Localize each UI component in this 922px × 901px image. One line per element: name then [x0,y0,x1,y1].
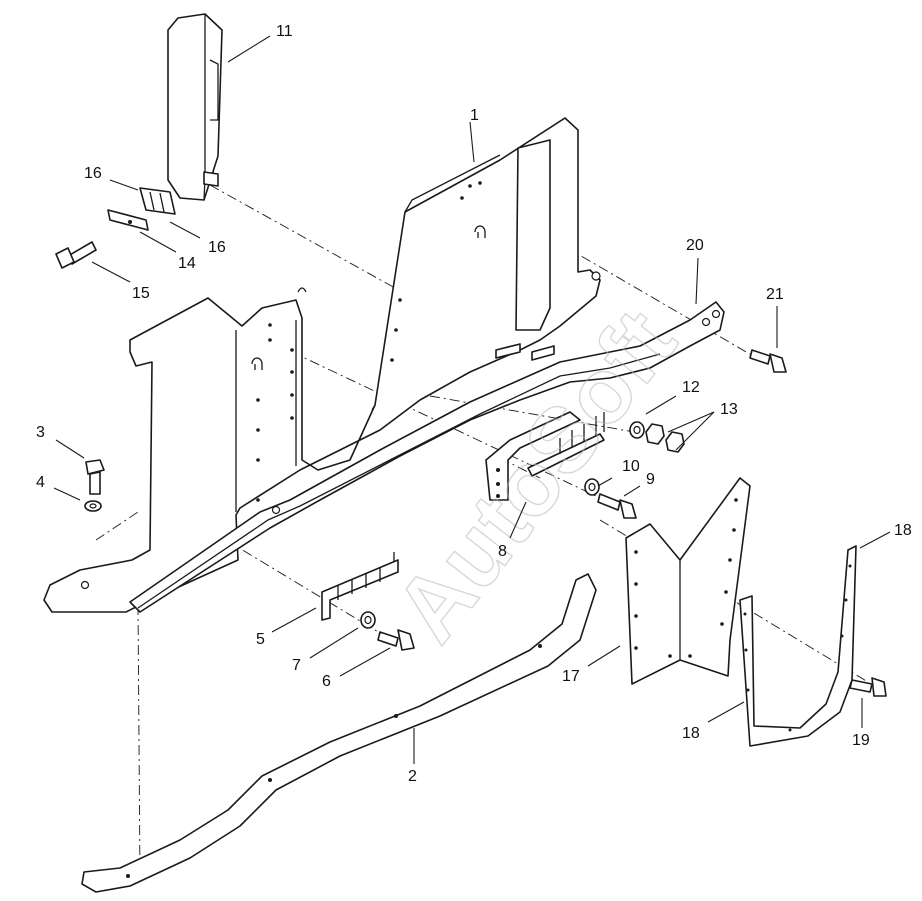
callout-16-left: 16 [84,165,102,182]
assembly-line [209,184,396,289]
frame-holes [256,181,482,502]
part-8-bracket [485,411,581,501]
assembly-line [95,511,139,541]
part-11-upright-post [167,13,223,201]
callout-4: 4 [36,474,45,491]
callout-17: 17 [562,668,580,685]
part-14-plate [107,209,149,231]
assembly-line [429,395,641,434]
callout-18-left: 18 [682,725,700,742]
callout-2: 2 [408,768,417,785]
bolts [85,349,887,697]
callout-11: 11 [276,23,293,40]
callout-19: 19 [852,732,870,749]
part-1-main-frame [43,117,601,613]
callout-3: 3 [36,424,45,441]
callout-9: 9 [646,471,655,488]
callout-12: 12 [682,379,700,396]
callout-21: 21 [766,286,784,303]
callout-16-right: 16 [208,239,226,256]
assembly-line [225,539,386,637]
part-2-skid-runner [81,573,597,893]
part-16-clips [139,187,176,215]
strip-holes [743,564,852,732]
leader-lines [53,35,891,764]
callout-10: 10 [622,458,640,475]
part-17-flap-plate [625,477,751,685]
part-5-comb-plates [321,412,605,621]
callout-7: 7 [292,657,301,674]
callout-14: 14 [178,255,196,272]
callout-5: 5 [256,631,265,648]
assembly-line [599,519,869,683]
assembly-line [137,604,141,881]
callout-6: 6 [322,673,331,690]
part-18-u-strip [739,545,857,747]
callout-8: 8 [498,543,507,560]
callout-20: 20 [686,237,704,254]
callout-1: 1 [470,107,479,124]
callout-13: 13 [720,401,738,418]
part-20-cross-rail [129,301,725,613]
part-15-bolt [55,241,97,269]
callout-18-right: 18 [894,522,912,539]
flap-holes [634,498,738,658]
callout-labels: 1 2 3 4 5 6 7 8 9 10 11 12 13 14 15 16 1… [36,23,912,785]
callout-15: 15 [132,285,150,302]
